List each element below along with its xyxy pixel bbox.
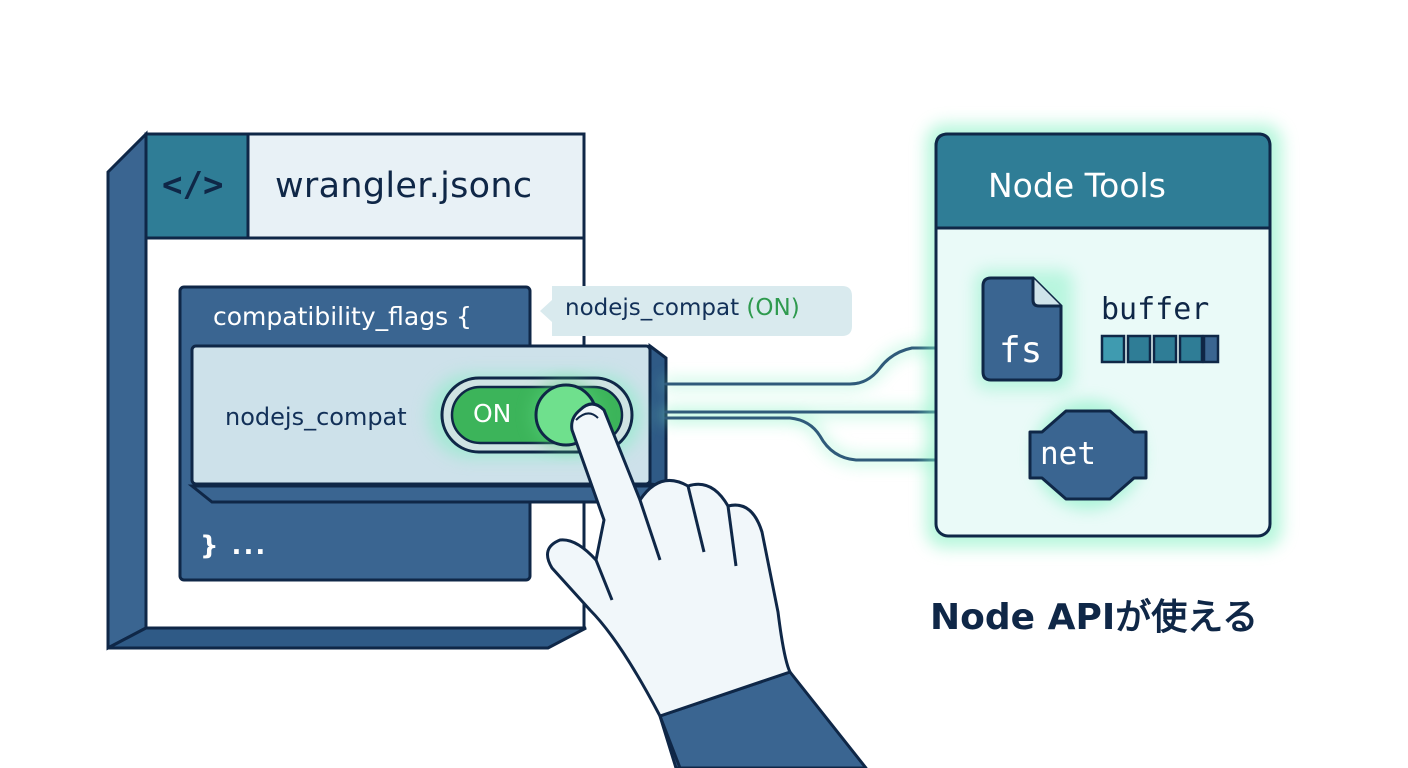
fs-file-icon [975, 270, 1073, 390]
code-icon: </> [162, 165, 224, 205]
toggle-state-label[interactable]: ON [473, 399, 512, 428]
callout-state: (ON) [746, 295, 800, 321]
compat-flags-open: compatibility_flags { [213, 302, 472, 331]
pointing-hand-icon [546, 402, 868, 768]
code-icon-tile [144, 132, 250, 240]
callout-flag: nodejs_compat [565, 295, 740, 321]
connector-lines [662, 344, 942, 464]
compat-flags-close: } ... [200, 531, 268, 561]
buffer-module-label: buffer [1101, 292, 1210, 327]
caption: Node APIが使える [930, 597, 1259, 638]
node-tools-title: Node Tools [988, 166, 1166, 205]
fs-module-label: fs [999, 330, 1043, 371]
flag-name-label: nodejs_compat [225, 403, 407, 431]
callout-bubble [540, 286, 852, 336]
net-module-label: net [1040, 436, 1096, 472]
callout-text: nodejs_compat (ON) [565, 295, 800, 321]
config-filename: wrangler.jsonc [275, 166, 533, 206]
net-badge-icon [1028, 401, 1148, 509]
buffer-blocks-icon [1100, 334, 1220, 364]
